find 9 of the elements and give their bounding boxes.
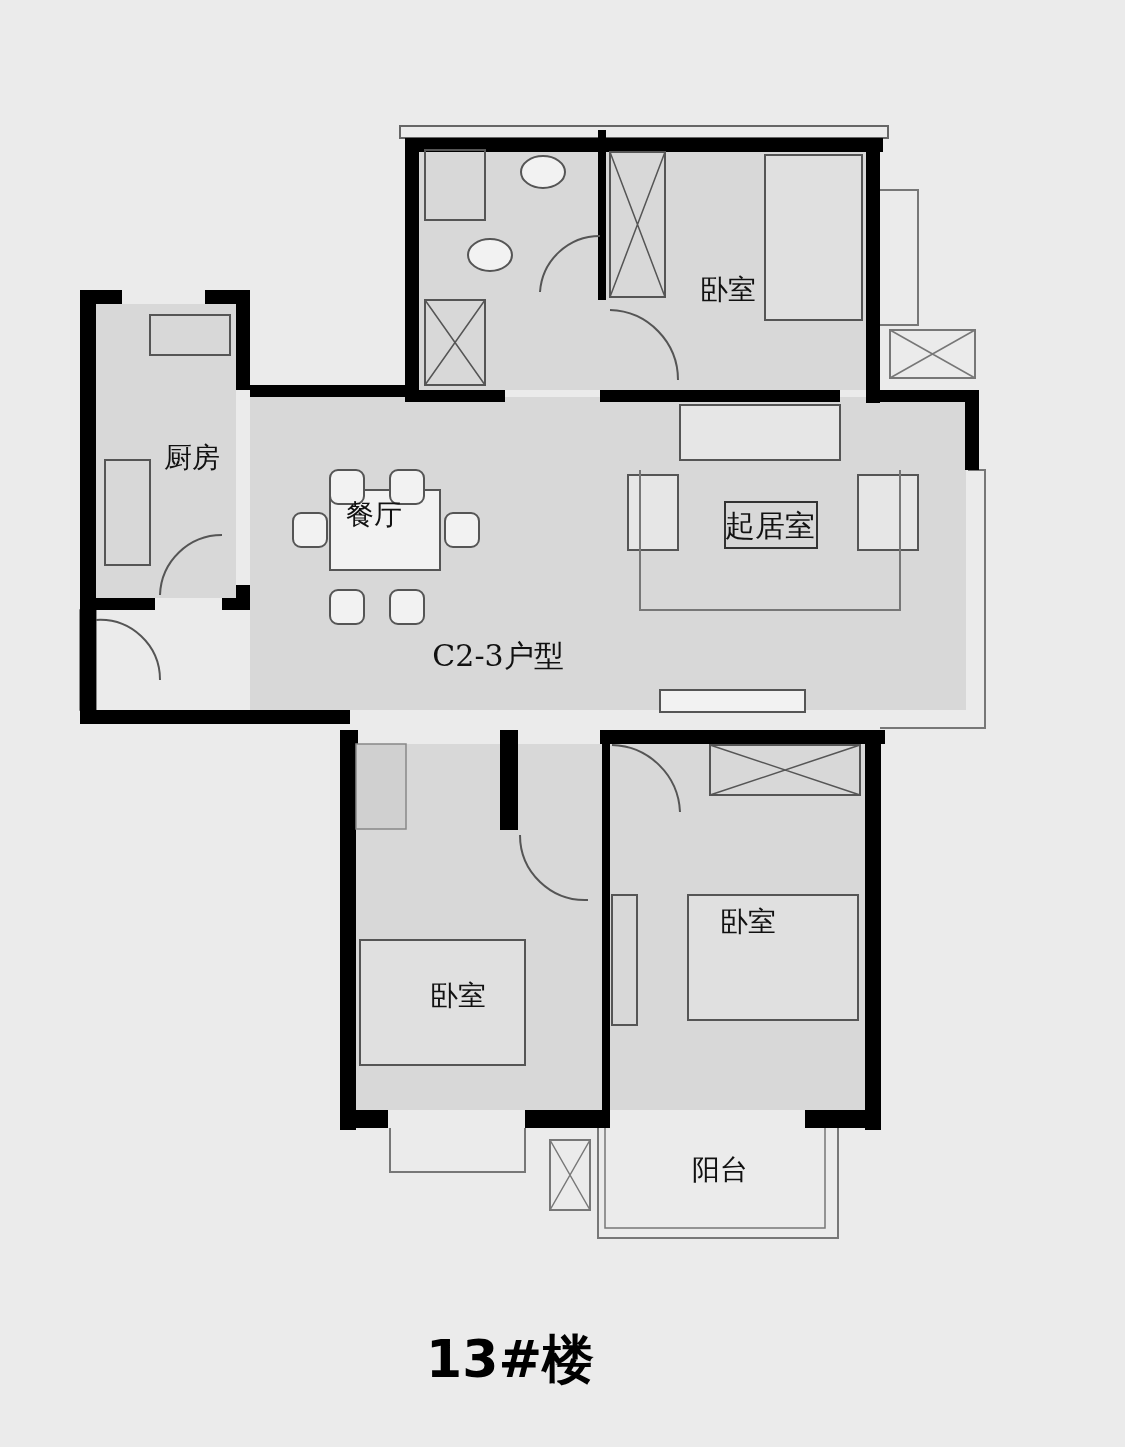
room-label: 厨房 (164, 442, 220, 474)
room-label: 起居室 (725, 508, 815, 542)
room-label: 餐厅 (346, 499, 402, 531)
room-label: C2-3户型 (432, 638, 564, 672)
room-label: 卧室 (720, 906, 776, 938)
room-label: 卧室 (700, 274, 756, 306)
room-label: 阳台 (692, 1154, 748, 1186)
plan-title: 13#楼 (426, 1328, 594, 1391)
room-label: 卧室 (430, 980, 486, 1012)
